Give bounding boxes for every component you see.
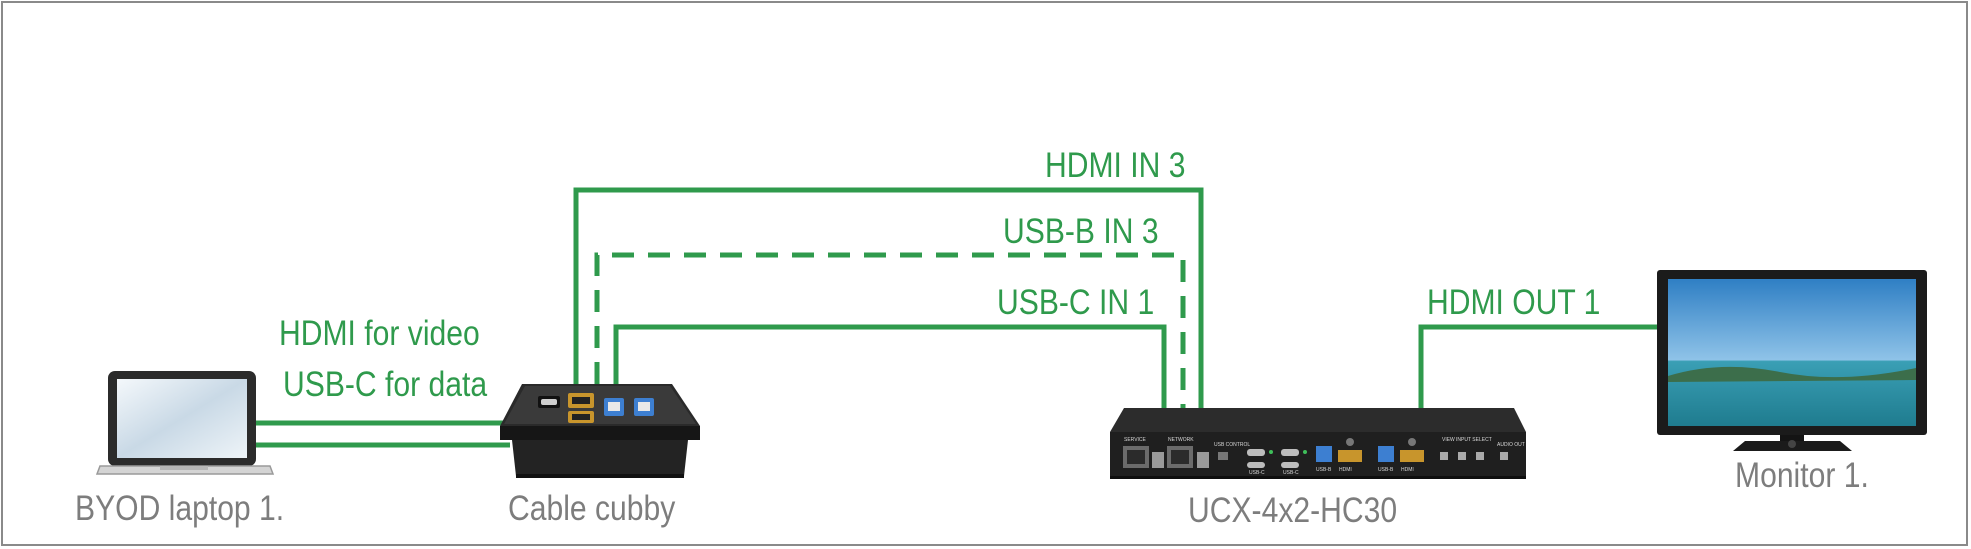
label-switcher: UCX-4x2-HC30 xyxy=(1188,491,1398,530)
cable-usbc-in xyxy=(613,324,1167,410)
switcher-panel-label: AUDIO OUT xyxy=(1497,442,1525,448)
switcher-icon xyxy=(1110,408,1526,479)
label-laptop-usbc: USB-C for data xyxy=(283,365,488,404)
cable-hdmi-out xyxy=(1418,324,1660,410)
switcher-panel-label: USB CONTROL xyxy=(1214,442,1250,448)
laptop-icon xyxy=(95,371,275,475)
switcher-panel-label: INPUT SELECT xyxy=(1456,437,1492,443)
cable-cubby-icon xyxy=(500,384,700,478)
switcher-panel-label: NETWORK xyxy=(1168,437,1194,443)
switcher-panel-label: USB-B xyxy=(1378,467,1394,473)
switcher-panel-label: USB-C xyxy=(1283,470,1299,476)
label-hdmi-in: HDMI IN 3 xyxy=(1045,146,1186,185)
label-laptop: BYOD laptop 1. xyxy=(75,489,285,528)
switcher-panel-label: USB-C xyxy=(1249,470,1265,476)
label-cubby: Cable cubby xyxy=(508,489,676,528)
monitor-icon xyxy=(1657,270,1927,451)
cable-usbb-in xyxy=(594,252,1186,410)
cable-hdmi-in xyxy=(573,187,1204,410)
switcher-panel-label: HDMI xyxy=(1401,467,1414,473)
label-usbb-in: USB-B IN 3 xyxy=(1003,212,1159,251)
label-usbc-in: USB-C IN 1 xyxy=(997,283,1155,322)
label-laptop-hdmi: HDMI for video xyxy=(279,314,480,353)
label-monitor: Monitor 1. xyxy=(1735,456,1869,495)
switcher-panel-label: SERVICE xyxy=(1124,437,1147,443)
label-hdmi-out: HDMI OUT 1 xyxy=(1427,283,1601,322)
switcher-panel-label: VIEW xyxy=(1442,437,1455,443)
switcher-panel-label: USB-B xyxy=(1316,467,1332,473)
switcher-panel-label: HDMI xyxy=(1339,467,1352,473)
switcher-panel-labels: SERVICE NETWORK USB CONTROL USB-C USB-C USB-B… xyxy=(1124,437,1525,476)
